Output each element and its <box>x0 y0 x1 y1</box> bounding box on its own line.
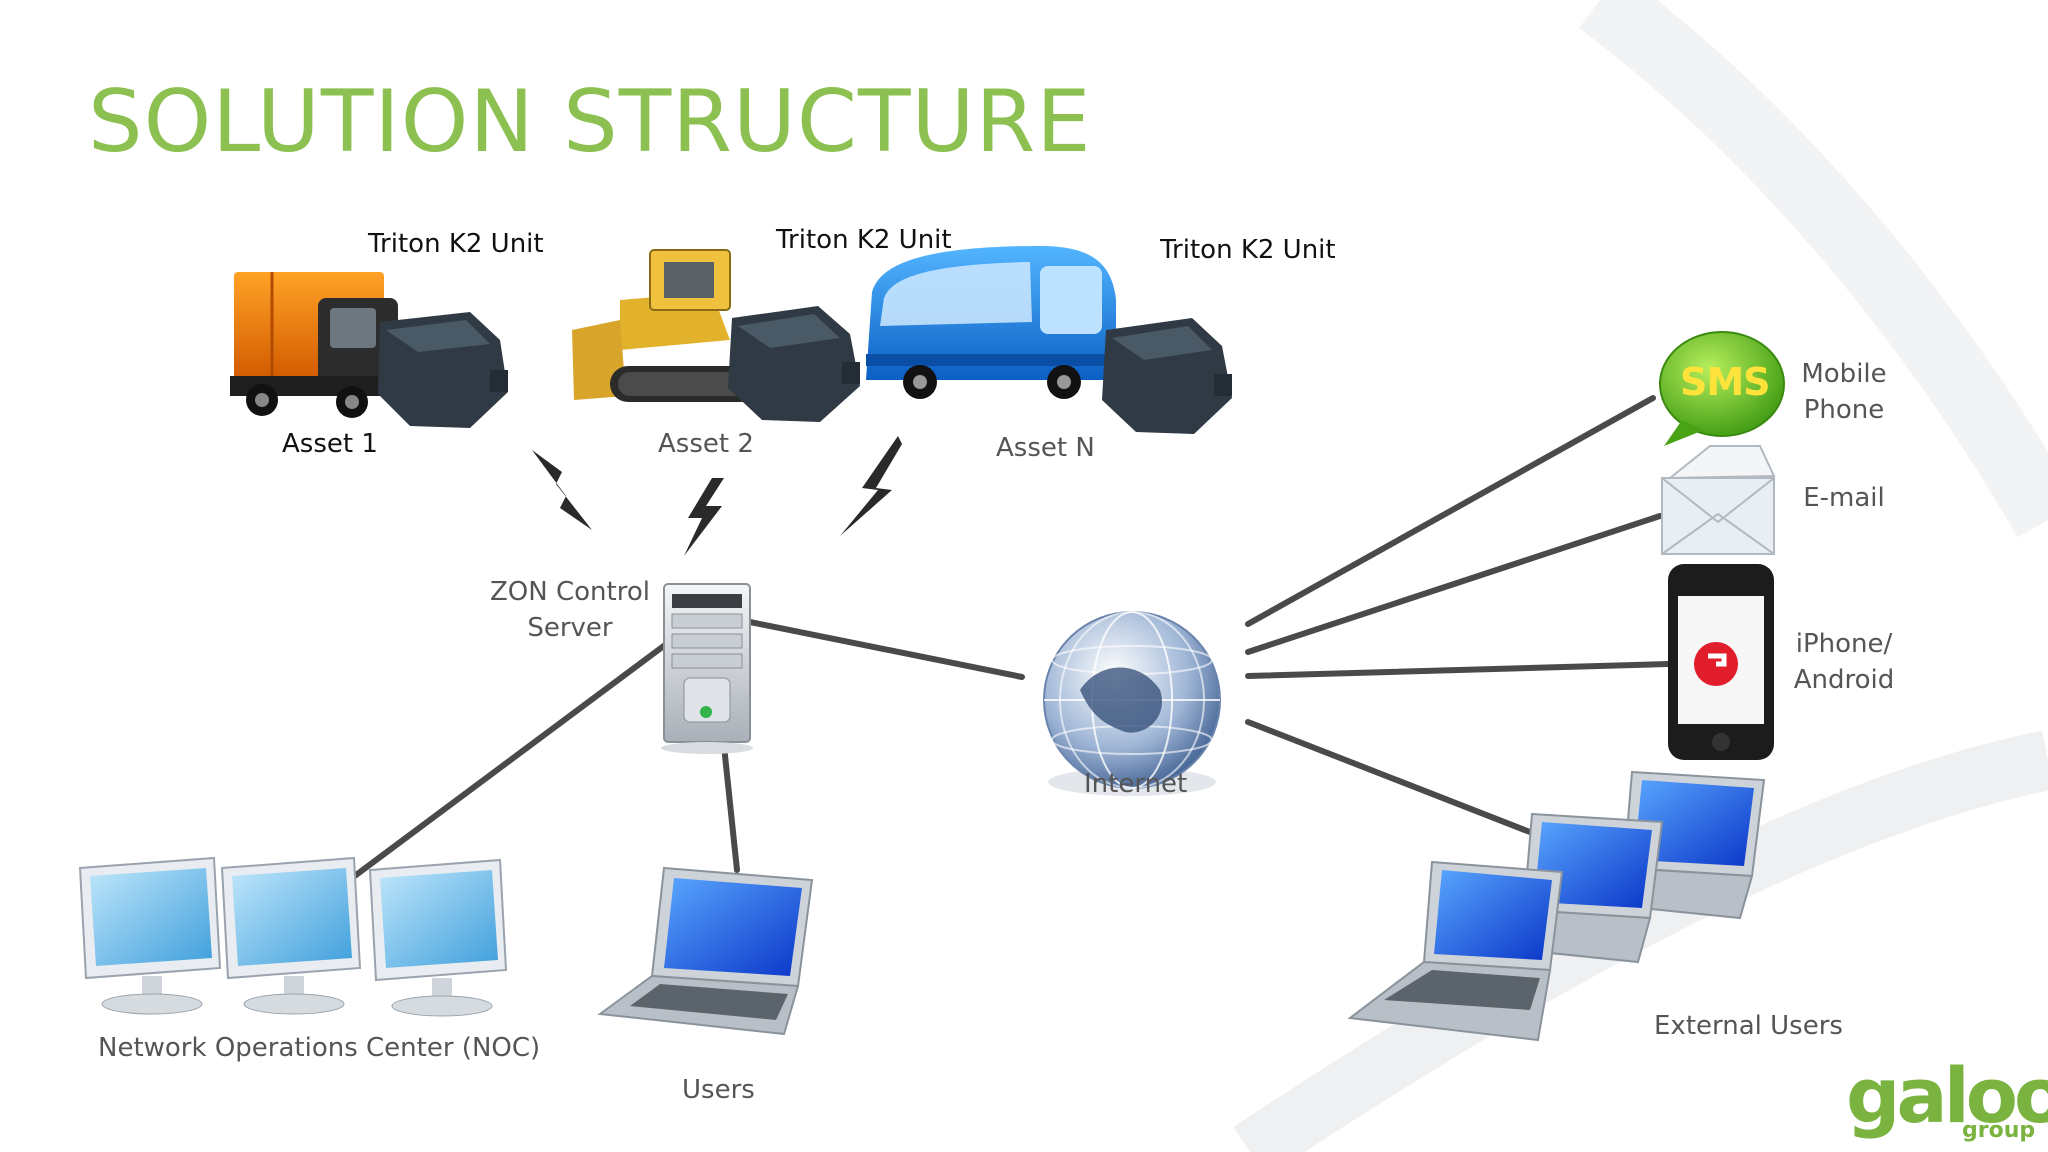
bus-icon <box>866 246 1116 399</box>
sms-bubble-icon <box>1659 331 1785 446</box>
bulldozer-icon <box>572 249 760 402</box>
link-internet-external <box>1245 719 1538 837</box>
unit-label: Triton K2 Unit <box>776 225 952 255</box>
triton-unit-icon <box>378 312 508 428</box>
asset-label: Asset N <box>996 433 1095 463</box>
asset-label: Asset 2 <box>658 429 754 459</box>
server-label: ZON Control Server <box>490 574 650 646</box>
truck-icon <box>230 272 400 418</box>
mobile-os-label-line2: Android <box>1793 665 1895 695</box>
link-server-internet <box>747 619 1025 680</box>
mobile-phone-label-line2: Phone <box>1803 395 1885 425</box>
triton-unit-icon <box>728 306 860 422</box>
server-label-line2: Server <box>527 613 613 643</box>
noc-label: Network Operations Center (NOC) <box>98 1033 541 1063</box>
unit-label: Triton K2 Unit <box>1160 235 1336 265</box>
page-title: SOLUTION STRUCTURE <box>88 72 1092 172</box>
link-internet-email <box>1245 513 1663 655</box>
link-server-noc <box>349 642 668 881</box>
sms-badge-text: SMS <box>1680 360 1771 404</box>
external-users-label: External Users <box>1654 1011 1843 1041</box>
monitor-icon <box>220 856 362 1015</box>
link-internet-mobile <box>1245 661 1671 679</box>
mobile-os-label: iPhone/ Android <box>1784 626 1904 698</box>
link-internet-sms <box>1245 395 1656 627</box>
galooli-logo: galooli <box>1846 1051 2048 1140</box>
mobile-phone-label-line1: Mobile <box>1801 359 1887 389</box>
users-label: Users <box>682 1075 755 1105</box>
lightning-icon <box>532 436 902 556</box>
server-label-line1: ZON Control <box>490 577 650 607</box>
link-server-users <box>721 743 740 873</box>
triton-unit-icon <box>1102 318 1232 434</box>
galooli-logo-sub: group <box>1962 1118 2036 1143</box>
monitor-icon <box>78 856 222 1015</box>
unit-label: Triton K2 Unit <box>368 229 544 259</box>
internet-label: Internet <box>1084 769 1188 799</box>
server-icon <box>661 583 753 754</box>
email-label: E-mail <box>1803 483 1885 513</box>
envelope-icon <box>1661 445 1776 555</box>
laptop-icon <box>597 866 814 1036</box>
globe-icon <box>1043 611 1221 796</box>
mobile-phone-label: Mobile Phone <box>1784 356 1904 428</box>
background-swoosh <box>1233 0 2048 1152</box>
connection-lines <box>349 395 1671 881</box>
laptop-icon <box>1347 860 1564 1042</box>
monitor-icon <box>368 858 508 1017</box>
asset-label: Asset 1 <box>282 429 378 459</box>
mobile-os-label-line1: iPhone/ <box>1795 629 1893 659</box>
phone-icon <box>1668 564 1774 760</box>
